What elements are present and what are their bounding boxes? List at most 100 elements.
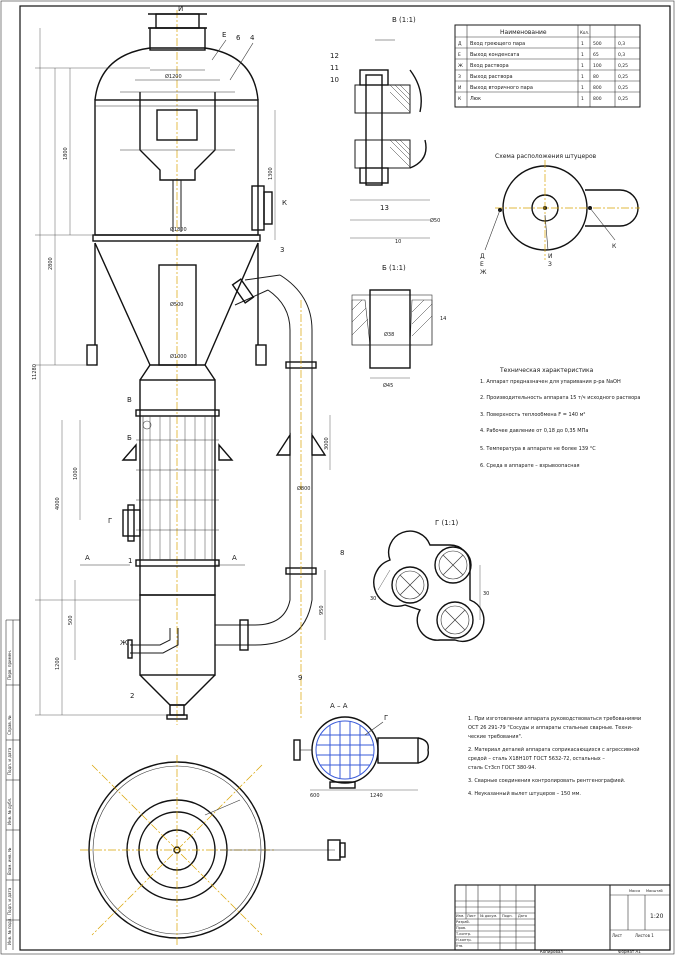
mark-A-left: А	[85, 554, 90, 562]
inner-separator	[139, 92, 216, 181]
dim-500: 500	[68, 615, 74, 625]
num-4: 4	[250, 34, 255, 42]
tb-format: Формат А1	[618, 949, 641, 954]
separator-shell	[94, 99, 259, 236]
note-line-7: 3. Сварные соединения контролировать рен…	[468, 777, 626, 784]
num-2: 2	[130, 692, 134, 700]
dimension-lines: 11280 2800 1800 4000 1200 1000 500 1300 …	[32, 28, 331, 716]
dim-d-pipe: Ø500	[170, 301, 183, 308]
num-3: 3	[280, 246, 284, 254]
table-cell-r0-c4: 0,3	[618, 41, 625, 47]
lower-chamber	[139, 594, 216, 676]
tb-sheets: Листов 1	[635, 933, 654, 938]
table-cell-r1-c2: 1	[581, 52, 584, 58]
nozzle-Zh	[127, 639, 133, 659]
table-cell-r1-c3: 65	[593, 52, 599, 58]
heating-chamber	[139, 379, 216, 596]
dim-2800: 2800	[48, 257, 54, 270]
table-cell-r1-c0: Е	[458, 52, 461, 58]
bottom-cone	[139, 674, 216, 706]
detail-B-title: Б (1:1)	[382, 264, 406, 272]
table-cell-r3-c1: Выход раствора	[470, 74, 513, 80]
nozzle-D	[122, 509, 141, 537]
scheme-letter-Z: З	[548, 261, 552, 268]
nozzle-I-flange	[149, 27, 206, 51]
dim-d-out: Ø800	[297, 485, 310, 492]
expander-walls	[94, 243, 259, 345]
section-nozzle-D	[377, 737, 419, 764]
num-13: 13	[380, 204, 389, 212]
separator-dome	[94, 47, 259, 101]
top-tube-sheet	[135, 409, 220, 417]
support-right-1	[218, 443, 234, 461]
dim-1200: 1200	[55, 657, 61, 670]
table-cell-r3-c4: 0,25	[618, 74, 628, 80]
dim-1300: 1300	[268, 167, 274, 180]
stamp-inv-dubl: Инв. № дубл.	[7, 798, 12, 825]
tb-mass-label: Масса	[629, 889, 640, 893]
note-line-3: ческие требования".	[468, 734, 523, 740]
tech-item-2: 2. Производительность аппарата 15 т/ч ис…	[480, 395, 640, 401]
inner-frame	[19, 5, 671, 951]
table-cell-r5-c0: К	[458, 96, 462, 102]
tech-item-1: 1. Аппарат предназначен для упаривания р…	[480, 379, 621, 385]
table-header-name: Наименование	[500, 29, 547, 36]
letter-B: Б	[127, 434, 132, 442]
letter-K: К	[282, 199, 287, 207]
table-cell-r5-c2: 1	[581, 96, 584, 102]
table-cell-r0-c0: Д	[458, 41, 462, 47]
tb-ndoc: № докум.	[480, 914, 497, 918]
letter-G: Г	[108, 517, 112, 525]
tb-podp: Подп.	[502, 914, 513, 918]
nozzle-scheme-title: Схема расположения штуцеров	[495, 153, 597, 160]
tech-characteristics: Техническая характеристика 1. Аппарат пр…	[480, 367, 640, 469]
num-9: 9	[298, 674, 302, 682]
table-cell-r1-c4: 0,3	[618, 52, 625, 58]
callouts: И Е 6 4 К 3 В Б Г 1 Ж 2 8 9	[108, 5, 344, 700]
table-header-qty: Кол.	[580, 30, 589, 35]
notes: 1. При изготовлении аппарата руководство…	[468, 716, 641, 797]
detail-V-title: В (1:1)	[392, 16, 416, 24]
stamp-vzam-inv: Взам. инв. №	[7, 848, 12, 875]
section-letter-G: Г	[384, 714, 388, 722]
side-stamp: Инв. № подл. Подп. и дата Взам. инв. № И…	[5, 619, 20, 950]
table-cell-r2-c3: 100	[593, 63, 602, 69]
tb-scale-label: Масштаб	[646, 889, 663, 893]
dim-h-14: 14	[440, 316, 446, 322]
tech-item-5: 5. Температура в аппарате не более 139 °…	[480, 446, 596, 452]
scheme-letter-D: Д	[480, 253, 485, 260]
dim-w-60: 30	[370, 596, 376, 602]
tb-data: Дата	[518, 914, 527, 918]
support-left-1	[121, 443, 137, 461]
dim-h-30: 30	[483, 591, 489, 597]
num-8: 8	[340, 549, 344, 557]
nozzle-scheme: Схема расположения штуцеров Д Е Ж И З К	[480, 153, 640, 276]
table-cell-r5-c4: 0,25	[618, 96, 628, 102]
dim-d-45: Ø45	[383, 382, 393, 389]
dim-w-10: 10	[395, 239, 401, 245]
table-cell-r5-c3: 800	[593, 96, 602, 102]
stamp-perv-prim: Перв. примен.	[7, 650, 12, 680]
tech-item-4: 4. Рабочее давление от 0,18 до 0,35 МПа	[480, 428, 588, 434]
table-cell-r2-c0: Ж	[458, 63, 463, 69]
table-cell-r0-c2: 1	[581, 41, 584, 47]
num-11: 11	[330, 64, 339, 72]
letter-I-top: И	[178, 5, 183, 13]
stamp-podp-data-1: Подп. и дата	[7, 887, 12, 915]
central-pipe	[158, 264, 197, 366]
table-cell-r0-c3: 500	[593, 41, 602, 47]
tb-utv: Утв.	[456, 944, 463, 948]
num-10: 10	[330, 76, 339, 84]
tech-title: Техническая характеристика	[499, 367, 594, 374]
detail-G: Г (1:1) 30 30	[370, 519, 489, 643]
nozzle-I-top	[155, 13, 200, 29]
scheme-letter-Zh: Ж	[480, 269, 487, 276]
tb-tkontr: Т.контр.	[455, 932, 471, 936]
num-1: 1	[128, 557, 132, 565]
detail-B: Б (1:1) Ø38 Ø45 14	[351, 264, 446, 389]
dim-1800: 1800	[63, 147, 69, 160]
separator-window	[156, 109, 198, 141]
